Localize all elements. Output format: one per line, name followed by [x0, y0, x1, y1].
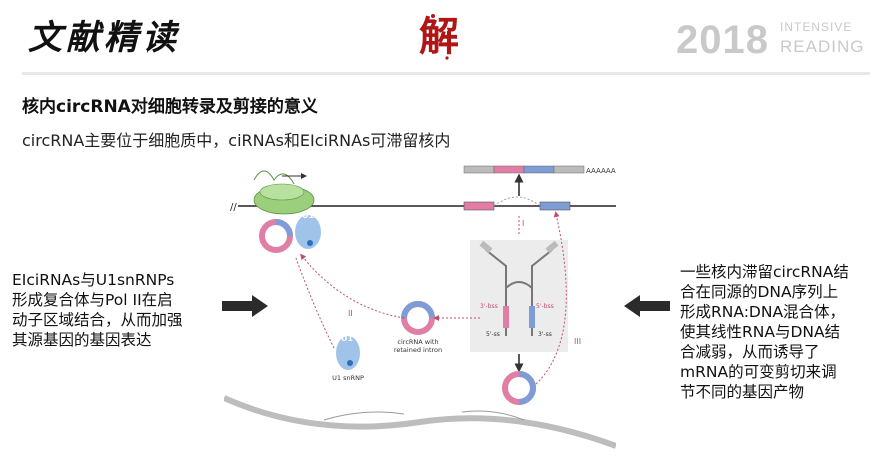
right-note-line: mRNA的可变剪切来调 — [680, 363, 837, 381]
right-note-line: 合在同源的DNA序列上 — [680, 283, 839, 301]
left-note: EIciRNAs与U1snRNPs 形成复合体与Pol II在启 动子区域结合，… — [12, 270, 222, 350]
exon-pink — [463, 201, 495, 211]
right-note-line: 合减弱，从而诱导了 — [680, 343, 820, 361]
left-note-line: 其源基因的基因表达 — [12, 331, 152, 349]
year-label: 2018 — [676, 18, 769, 62]
svg-text:3'-ss: 3'-ss — [538, 331, 552, 338]
svg-text:3'-bss: 3'-bss — [480, 303, 498, 310]
right-note-line: 节不同的基因产物 — [680, 383, 805, 401]
seal-logo: 解 — [419, 8, 459, 62]
svg-text:U1: U1 — [341, 334, 353, 343]
nuclear-envelope — [224, 395, 616, 449]
pol-ii-complex — [253, 170, 315, 215]
svg-text://: // — [230, 202, 237, 213]
svg-text:5'-ss: 5'-ss — [486, 331, 500, 338]
section-title: 核内circRNA对细胞转录及剪接的意义 — [22, 97, 318, 117]
year-sub-top: INTENSIVE — [780, 20, 853, 34]
right-note-line: 一些核内滞留circRNA结 — [680, 263, 849, 281]
circrna-diagram: // U1 AAAAAA I 3'-bss 5'-bss 5'- — [224, 165, 616, 449]
header-divider — [22, 72, 870, 75]
svg-text:III: III — [574, 337, 581, 346]
lariat: 3'-bss 5'-bss 5'-ss 3'-ss — [479, 240, 559, 338]
svg-text:U1: U1 — [302, 211, 314, 220]
left-note-line: EIciRNAs与U1snRNPs — [12, 271, 175, 289]
svg-text:U1 snRNP: U1 snRNP — [332, 374, 364, 382]
svg-text:AAAAAA: AAAAAA — [586, 167, 616, 175]
svg-text:I: I — [522, 219, 524, 228]
left-note-line: 形成复合体与Pol II在启 — [12, 291, 173, 309]
svg-text:retained intron: retained intron — [394, 346, 442, 354]
seal-char: 解 — [419, 13, 459, 60]
left-arrow-icon — [222, 295, 268, 317]
year-sub-bottom: READING — [780, 37, 865, 56]
brand-title: 文献精读 — [28, 18, 180, 58]
right-note: 一些核内滞留circRNA结 合在同源的DNA序列上 形成RNA:DNA混合体，… — [680, 262, 880, 402]
lariat-panel — [470, 240, 568, 352]
section-subtitle: circRNA主要位于细胞质中，ciRNAs和EIciRNAs可滞留核内 — [22, 131, 451, 150]
right-note-line: 形成RNA:DNA混合体， — [680, 303, 846, 321]
svg-text:5'-bss: 5'-bss — [536, 303, 554, 310]
right-note-line: 使其线性RNA与DNA结 — [680, 323, 841, 341]
u1-particle — [295, 215, 321, 249]
svg-text:II: II — [348, 309, 353, 318]
exon-blue — [539, 201, 571, 211]
u1-snrnp — [336, 336, 360, 370]
left-note-line: 动子区域结合，从而加强 — [12, 311, 183, 329]
svg-text:circRNA with: circRNA with — [397, 338, 438, 346]
right-arrow-icon — [624, 295, 670, 317]
mature-mrna: AAAAAA — [463, 165, 616, 175]
